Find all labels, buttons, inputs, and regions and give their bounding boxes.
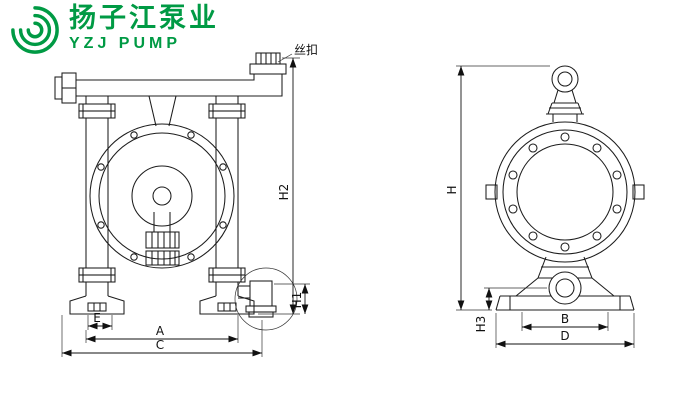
dim-label-H2: H2 <box>277 184 291 201</box>
dim-label-B: B <box>561 312 569 326</box>
front-view <box>54 52 298 331</box>
dim-label-H: H <box>445 185 459 194</box>
muffler <box>145 212 180 266</box>
dim-label-H1: H1 <box>290 292 304 309</box>
front-view-dimensions: E A C H2 H1 <box>61 57 310 357</box>
air-inlet-funnel <box>148 95 177 127</box>
pump-body-side <box>485 121 645 263</box>
air-manifold <box>54 72 250 104</box>
dim-label-E: E <box>93 311 101 325</box>
side-view-dimensions: H H3 B D <box>445 65 635 348</box>
company-logo: 扬子江泵业 YZJ PUMP <box>10 3 219 55</box>
diaphragm-chamber-front <box>89 123 235 269</box>
dim-label-D: D <box>560 329 569 343</box>
dim-label-C: C <box>156 338 164 352</box>
dim-label-H3: H3 <box>474 316 488 333</box>
lifting-eye <box>546 65 584 122</box>
dim-label-A: A <box>156 324 165 338</box>
logo-text: 扬子江泵业 YZJ PUMP <box>69 3 219 53</box>
swirl-logo-icon <box>11 6 59 54</box>
base-stand <box>495 256 635 311</box>
thread-label: 丝扣 <box>294 43 318 57</box>
left-chamber-column <box>69 96 125 315</box>
side-view <box>485 65 645 311</box>
company-name-english: YZJ PUMP <box>69 35 182 53</box>
right-chamber-column <box>199 96 255 315</box>
company-name-chinese: 扬子江泵业 <box>69 3 219 34</box>
outlet-elbow <box>238 280 277 318</box>
thread-annotation: 丝扣 <box>277 43 318 63</box>
detail-callout-circle <box>234 267 298 331</box>
threaded-connection-fitting <box>249 52 287 97</box>
